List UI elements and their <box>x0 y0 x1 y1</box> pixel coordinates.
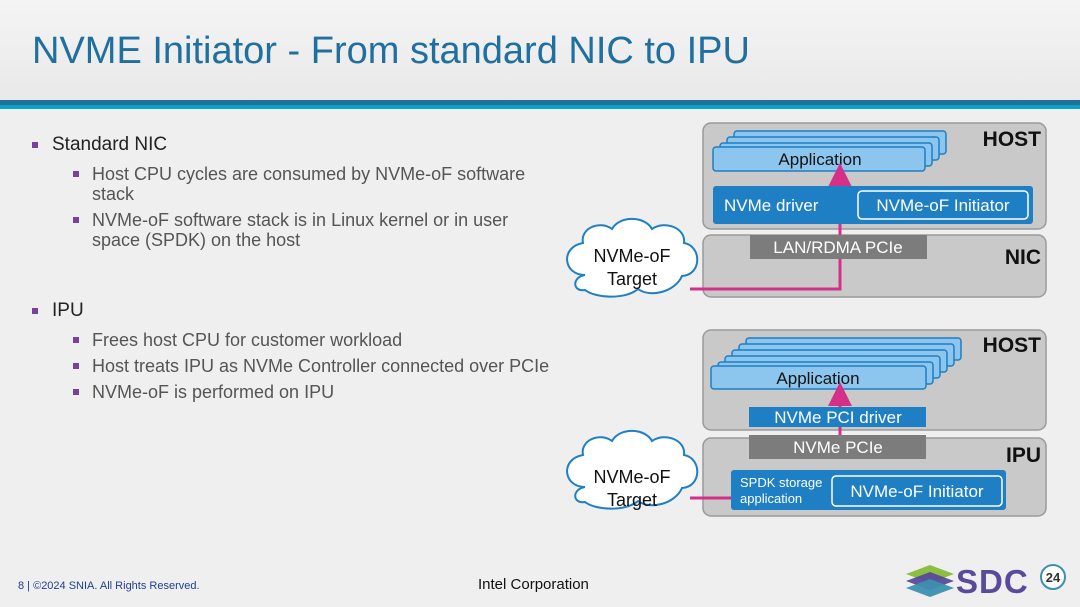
host-label: HOST <box>983 128 1042 151</box>
link-box <box>750 235 927 259</box>
nvme-driver-label: NVMe driver <box>724 196 819 215</box>
nvme-pci-driver-box <box>749 407 926 427</box>
spdk-label-line2: application <box>740 491 802 506</box>
target-label-line1: NVMe-oF <box>593 467 670 487</box>
nvmeof-initiator-label: NVMe-oF Initiator <box>850 482 984 501</box>
application-label: Application <box>776 369 859 388</box>
nvme-pci-driver-label: NVMe PCI driver <box>774 408 902 427</box>
ipu-label: IPU <box>1006 444 1041 467</box>
logo-year: 24 <box>1046 570 1061 585</box>
application-box <box>712 146 926 172</box>
logo-text: SDC <box>956 563 1029 600</box>
data-path-to-target <box>690 259 842 291</box>
host-label: HOST <box>983 334 1042 357</box>
nic-label: NIC <box>1005 246 1041 269</box>
link-label: LAN/RDMA PCIe <box>773 238 902 257</box>
bullet-list: Standard NIC Host CPU cycles are consume… <box>32 134 552 408</box>
sub-bullet: NVMe-oF is performed on IPU <box>32 382 552 402</box>
link-label: NVMe PCIe <box>793 438 883 457</box>
link-box <box>749 435 926 459</box>
footer-company: Intel Corporation <box>478 576 589 593</box>
target-label-line1: NVMe-oF <box>593 246 670 266</box>
title-bar <box>0 0 1080 100</box>
logo-year-badge <box>1040 564 1066 590</box>
title-rule-accent <box>0 105 1080 109</box>
bottom-diagram: HOST Application NVMe PCI driver IPU NVM… <box>566 329 1047 517</box>
top-diagram: HOST Application NVMe driver NVMe-oF Ini… <box>566 122 1047 298</box>
sub-bullet: Host CPU cycles are consumed by NVMe-oF … <box>32 164 552 204</box>
application-stack: Application <box>712 130 947 172</box>
application-stack: Application <box>710 337 962 390</box>
target-label-line2: Target <box>607 490 657 510</box>
slide-title: NVME Initiator - From standard NIC to IP… <box>32 30 750 72</box>
footer-copyright: 8 | ©2024 SNIA. All Rights Reserved. <box>18 580 200 592</box>
nvmeof-initiator-box <box>857 190 1029 220</box>
application-label: Application <box>778 150 861 169</box>
sub-bullet: Frees host CPU for customer workload <box>32 330 552 350</box>
spdk-label-line1: SPDK storage <box>740 475 822 490</box>
target-cloud: NVMe-oF Target <box>566 429 699 510</box>
application-box <box>710 365 927 390</box>
target-cloud: NVMe-oF Target <box>566 217 699 298</box>
sub-bullet: NVMe-oF software stack is in Linux kerne… <box>32 210 552 250</box>
nvmeof-initiator-box <box>831 475 1003 507</box>
target-label-line2: Target <box>607 269 657 289</box>
nvmeof-initiator-label: NVMe-oF Initiator <box>876 196 1010 215</box>
sdc-logo: SDC 24 <box>906 563 1066 600</box>
bullet-ipu: IPU <box>32 300 552 322</box>
sub-bullet: Host treats IPU as NVMe Controller conne… <box>32 356 552 376</box>
title-rule <box>0 100 1080 105</box>
bullet-standard-nic: Standard NIC <box>32 134 552 156</box>
